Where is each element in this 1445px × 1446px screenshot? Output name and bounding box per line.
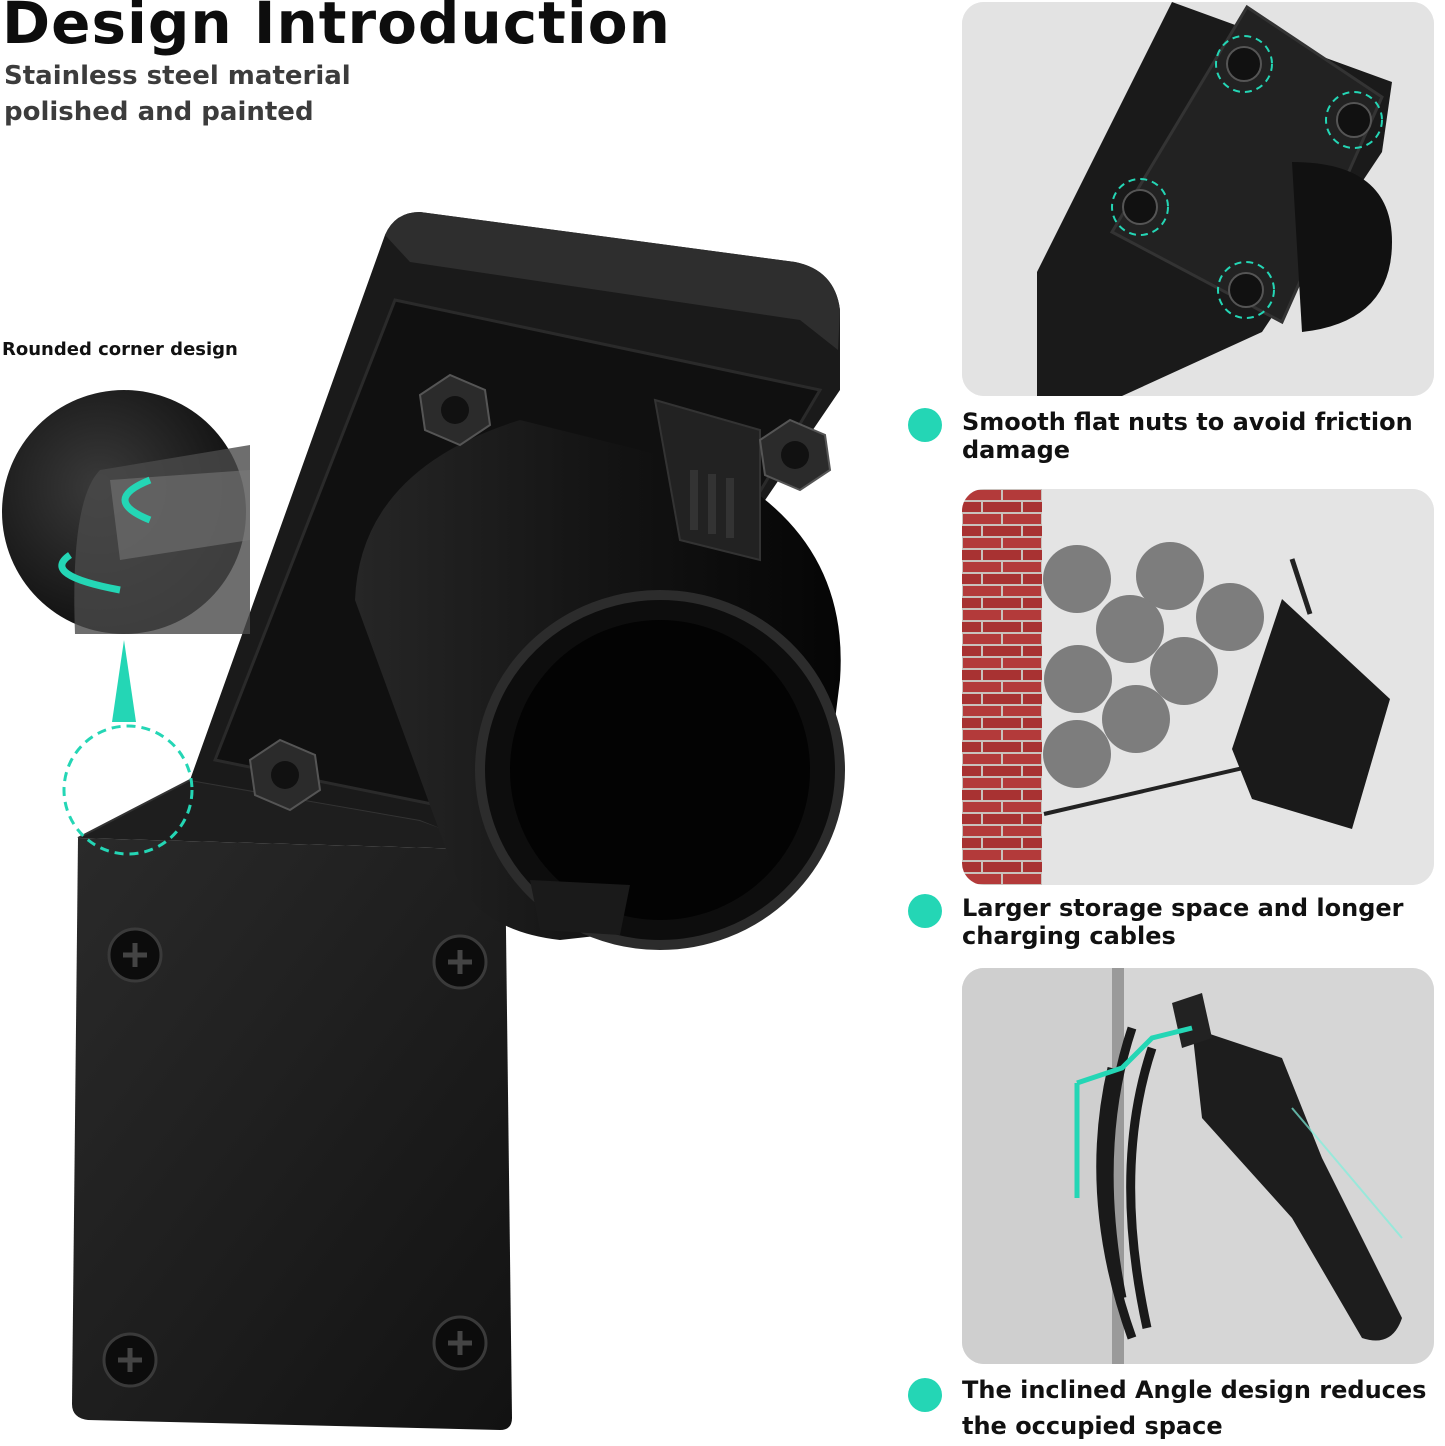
phillips-screw-icon — [107, 927, 163, 983]
teal-dot-icon — [908, 1378, 942, 1412]
rounded-corner-magnifier — [2, 390, 251, 634]
phillips-screw-icon — [432, 934, 488, 990]
teal-dot-icon — [908, 408, 942, 442]
page-title: Design Introduction — [2, 0, 671, 57]
phillips-screw-icon — [1111, 178, 1169, 236]
feature-text: Smooth flat nuts to avoid friction damag… — [962, 408, 1413, 464]
wall-plate — [72, 838, 512, 1430]
phillips-screw-icon — [1325, 91, 1383, 149]
storage-detail-panel — [962, 489, 1434, 885]
phillips-screw-icon — [102, 1332, 158, 1388]
teal-dot-icon — [908, 894, 942, 928]
subtitle-line-2: polished and painted — [4, 97, 314, 127]
nuts-detail-panel — [962, 2, 1434, 396]
angle-detail-panel — [962, 968, 1434, 1364]
hex-nut-icon — [248, 738, 322, 812]
hex-nut-icon — [418, 373, 492, 447]
subtitle-line-1: Stainless steel material — [4, 61, 351, 91]
bracket-illustration — [2, 212, 845, 1430]
page-subtitle: Stainless steel material polished and pa… — [4, 58, 351, 130]
phillips-screw-icon — [1215, 35, 1273, 93]
rounded-corner-label: Rounded corner design — [2, 339, 238, 360]
feature-text: The inclined Angle design reduces the oc… — [962, 1376, 1427, 1440]
hex-nut-icon — [758, 418, 832, 492]
phillips-screw-icon — [1217, 261, 1275, 319]
phillips-screw-icon — [432, 1315, 488, 1371]
feature-text: Larger storage space and longer charging… — [962, 894, 1404, 950]
